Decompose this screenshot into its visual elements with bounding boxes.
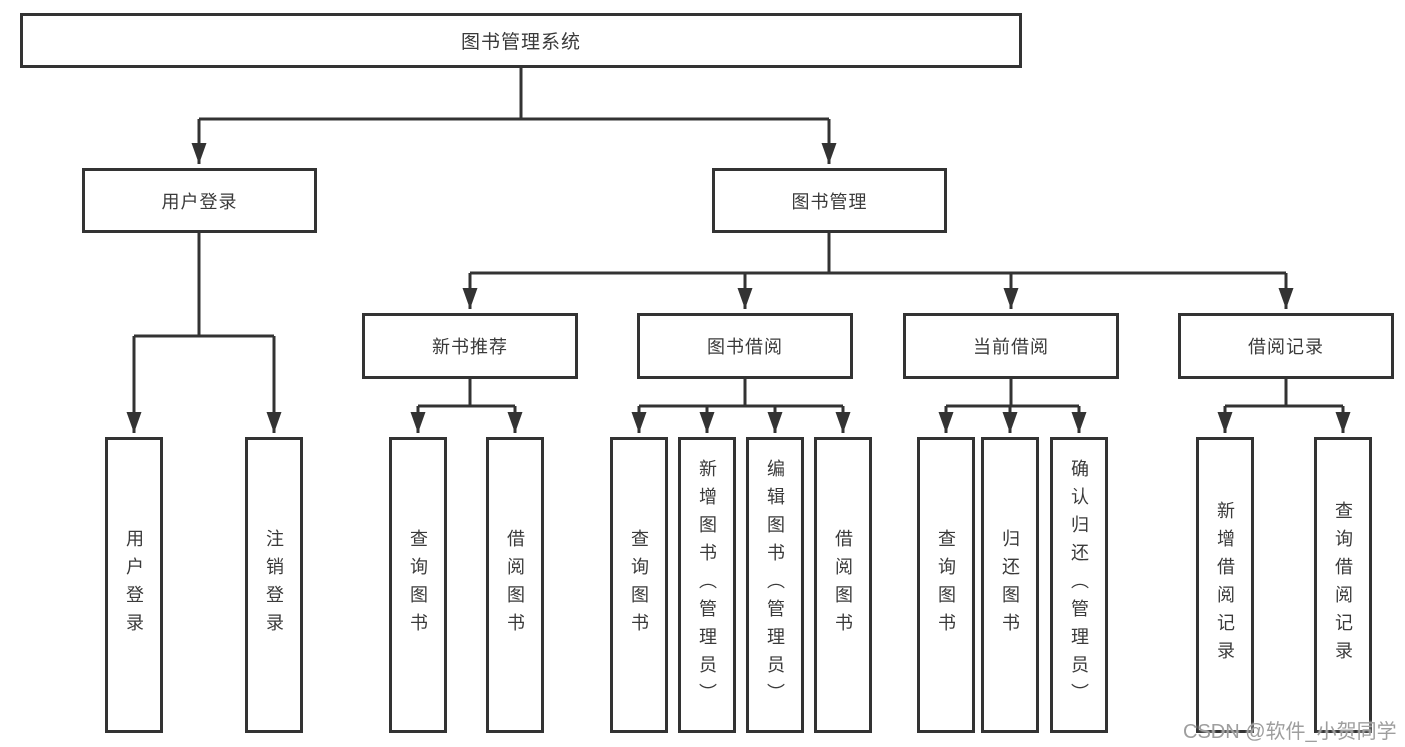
leaf-borrow-books-recommend: 借阅图书 [486, 437, 544, 733]
leaf-label: 查询图书 [629, 529, 649, 641]
leaf-logout: 注销登录 [245, 437, 303, 733]
node-current-borrow: 当前借阅 [903, 313, 1119, 379]
watermark: CSDN @软件_小贺同学 [1183, 721, 1397, 743]
leaf-user-login: 用户登录 [105, 437, 163, 733]
node-user-login: 用户登录 [82, 168, 317, 233]
leaf-query-books-borrow: 查询图书 [610, 437, 668, 733]
leaf-query-books-current: 查询图书 [917, 437, 975, 733]
node-library-management-system: 图书管理系统 [20, 13, 1022, 68]
node-book-borrow: 图书借阅 [637, 313, 853, 379]
leaf-return-books: 归还图书 [981, 437, 1039, 733]
leaf-label: 用户登录 [124, 529, 144, 641]
leaf-add-books-admin: 新增图书（管理员） [678, 437, 736, 733]
leaf-label: 借阅图书 [833, 529, 853, 641]
leaf-add-borrow-record: 新增借阅记录 [1196, 437, 1254, 733]
node-borrow-records: 借阅记录 [1178, 313, 1394, 379]
leaf-label: 归还图书 [1000, 529, 1020, 641]
leaf-label: 编辑图书（管理员） [765, 459, 785, 711]
leaf-label: 新增图书（管理员） [697, 459, 717, 711]
leaf-edit-books-admin: 编辑图书（管理员） [746, 437, 804, 733]
leaf-label: 新增借阅记录 [1215, 501, 1235, 669]
leaf-label: 查询图书 [408, 529, 428, 641]
leaf-label: 查询借阅记录 [1333, 501, 1353, 669]
leaf-query-books-recommend: 查询图书 [389, 437, 447, 733]
leaf-label: 查询图书 [936, 529, 956, 641]
leaf-confirm-return-admin: 确认归还（管理员） [1050, 437, 1108, 733]
node-book-management: 图书管理 [712, 168, 947, 233]
leaf-borrow-books: 借阅图书 [814, 437, 872, 733]
node-new-book-recommend: 新书推荐 [362, 313, 578, 379]
leaf-label: 借阅图书 [505, 529, 525, 641]
leaf-label: 确认归还（管理员） [1069, 459, 1089, 711]
leaf-label: 注销登录 [264, 529, 284, 641]
leaf-query-borrow-record: 查询借阅记录 [1314, 437, 1372, 733]
